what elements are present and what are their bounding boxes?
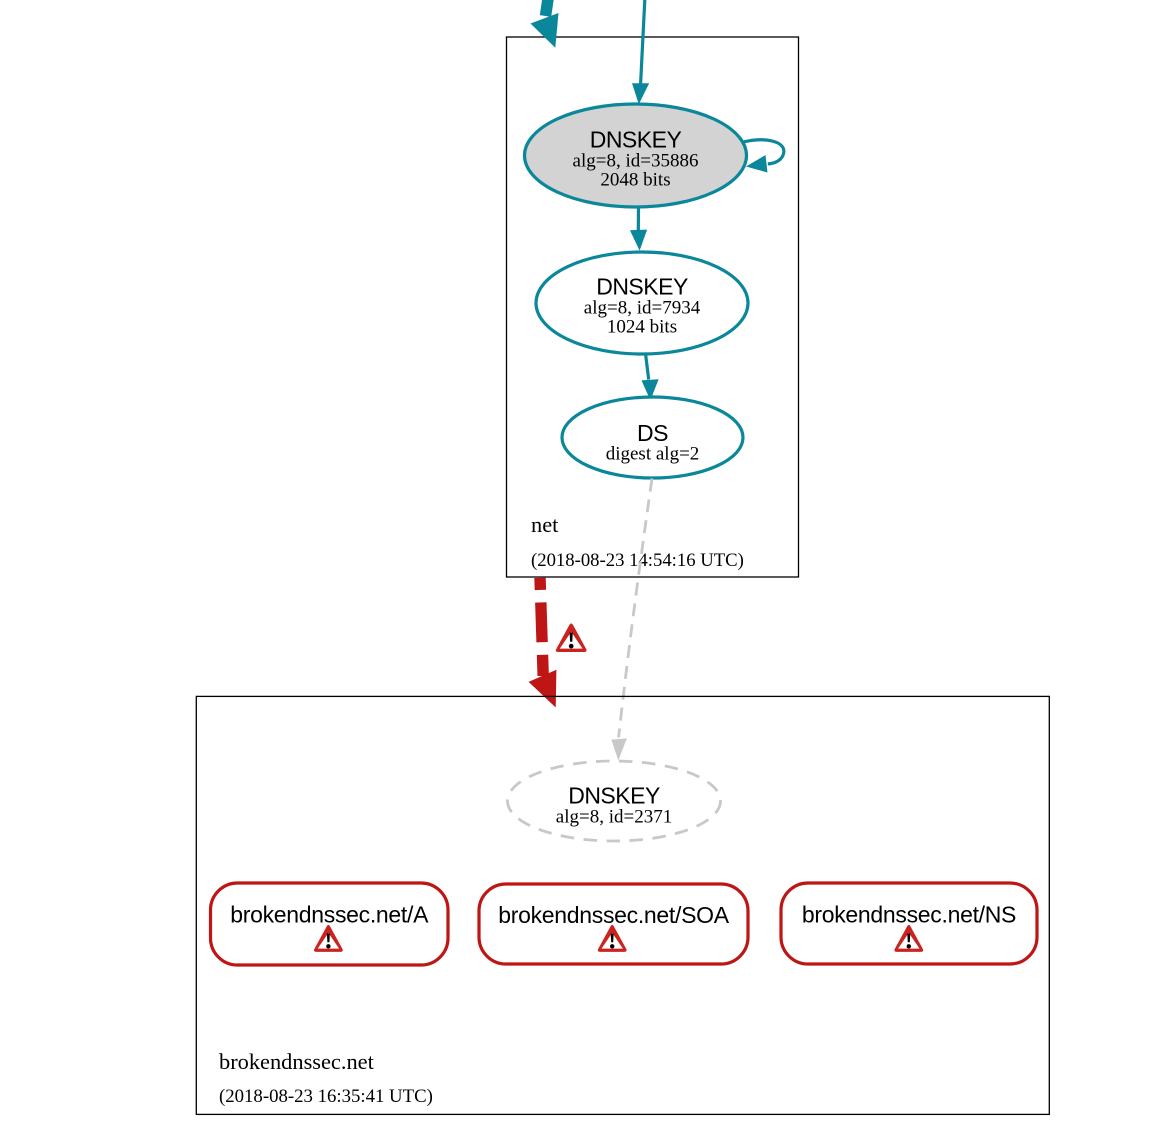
svg-text:2048 bits: 2048 bits [600, 170, 670, 191]
svg-text:(2018-08-23 16:35:41 UTC): (2018-08-23 16:35:41 UTC) [219, 1086, 433, 1107]
svg-text:brokendnssec.net/NS: brokendnssec.net/NS [802, 902, 1016, 928]
svg-text:alg=8, id=35886: alg=8, id=35886 [573, 151, 699, 172]
svg-text:digest alg=2: digest alg=2 [606, 444, 700, 465]
svg-text:DNSKEY: DNSKEY [596, 274, 688, 300]
svg-text:alg=8, id=2371: alg=8, id=2371 [556, 807, 672, 828]
svg-text:brokendnssec.net/SOA: brokendnssec.net/SOA [498, 902, 729, 928]
svg-text:(2018-08-23 14:54:16 UTC): (2018-08-23 14:54:16 UTC) [531, 550, 744, 571]
svg-text:DNSKEY: DNSKEY [590, 127, 682, 153]
svg-text:brokendnssec.net/A: brokendnssec.net/A [230, 902, 429, 928]
svg-text:DS: DS [637, 420, 668, 446]
svg-text:alg=8, id=7934: alg=8, id=7934 [584, 298, 701, 319]
svg-text:net: net [531, 512, 559, 537]
svg-text:1024 bits: 1024 bits [607, 317, 677, 338]
svg-text:DNSKEY: DNSKEY [568, 783, 660, 809]
svg-text:brokendnssec.net: brokendnssec.net [219, 1049, 375, 1074]
